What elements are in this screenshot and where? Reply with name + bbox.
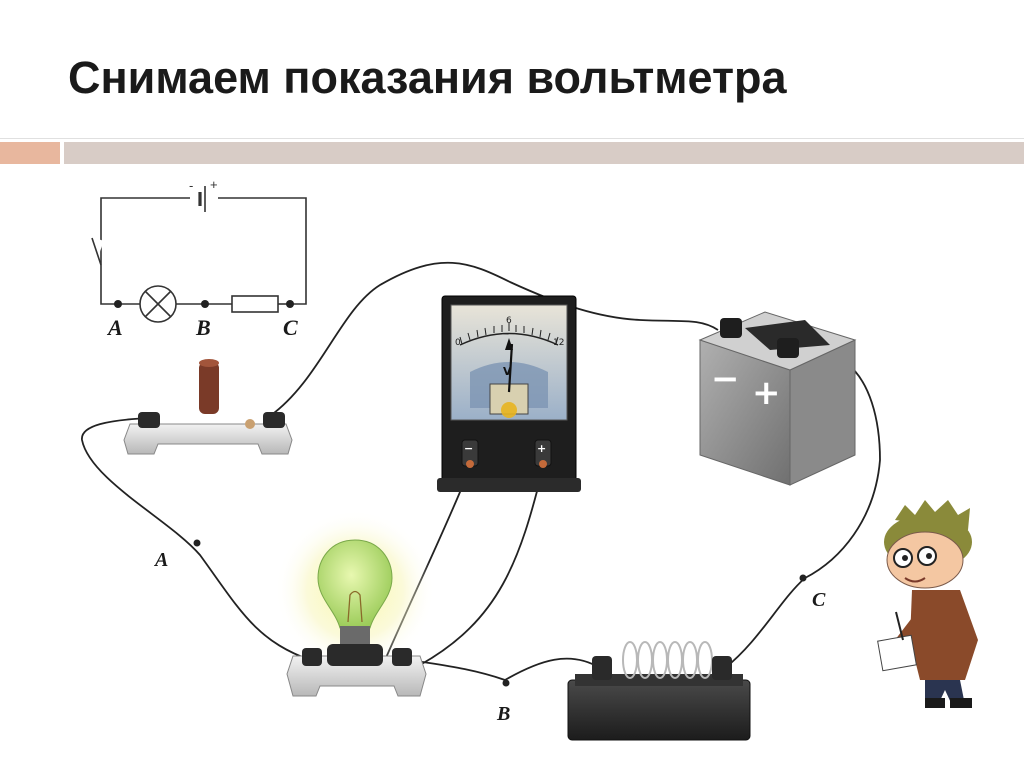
schematic-point-b [201,300,209,308]
schematic-wire-right [218,198,306,304]
voltmeter-scale-6: 6 [506,316,512,326]
resistor-coil [623,642,712,678]
wire-label-c: C [812,589,826,611]
resistor-symbol [232,296,278,312]
boy-figure [878,500,978,708]
wire-label-a: A [153,549,168,571]
schematic-wire-left [101,198,190,304]
resistor-box [568,642,750,740]
schematic-minus: - [189,178,193,193]
schematic-label-b: B [195,315,211,340]
wire-voltmeter-plus [420,468,543,665]
battery: − + [700,312,855,485]
battery-minus-sign: − [711,359,740,399]
battery-plus-sign: + [752,373,781,413]
voltmeter-plus-label: + [537,442,546,455]
lamp [275,510,435,696]
voltmeter-scale-12: 12 [553,338,564,348]
voltmeter-scale-0: 0 [455,338,461,348]
schematic-point-c [286,300,294,308]
knife-switch [124,359,292,454]
wire-point-a [194,540,201,547]
circuit-schematic: - + A B C [92,177,306,340]
switch-handle [199,362,219,414]
wire-label-b: B [496,703,510,725]
schematic-plus: + [210,177,218,192]
wire-point-b [503,680,510,687]
wire-lamp-to-rheostat [410,659,600,680]
wire-point-c [800,575,807,582]
voltmeter-symbol: V [503,365,512,378]
voltmeter: 0 6 12 V − + [437,296,581,492]
voltmeter-minus-label: − [464,442,473,455]
schematic-label-c: C [283,315,298,340]
schematic-label-a: A [106,315,123,340]
schematic-point-a [114,300,122,308]
